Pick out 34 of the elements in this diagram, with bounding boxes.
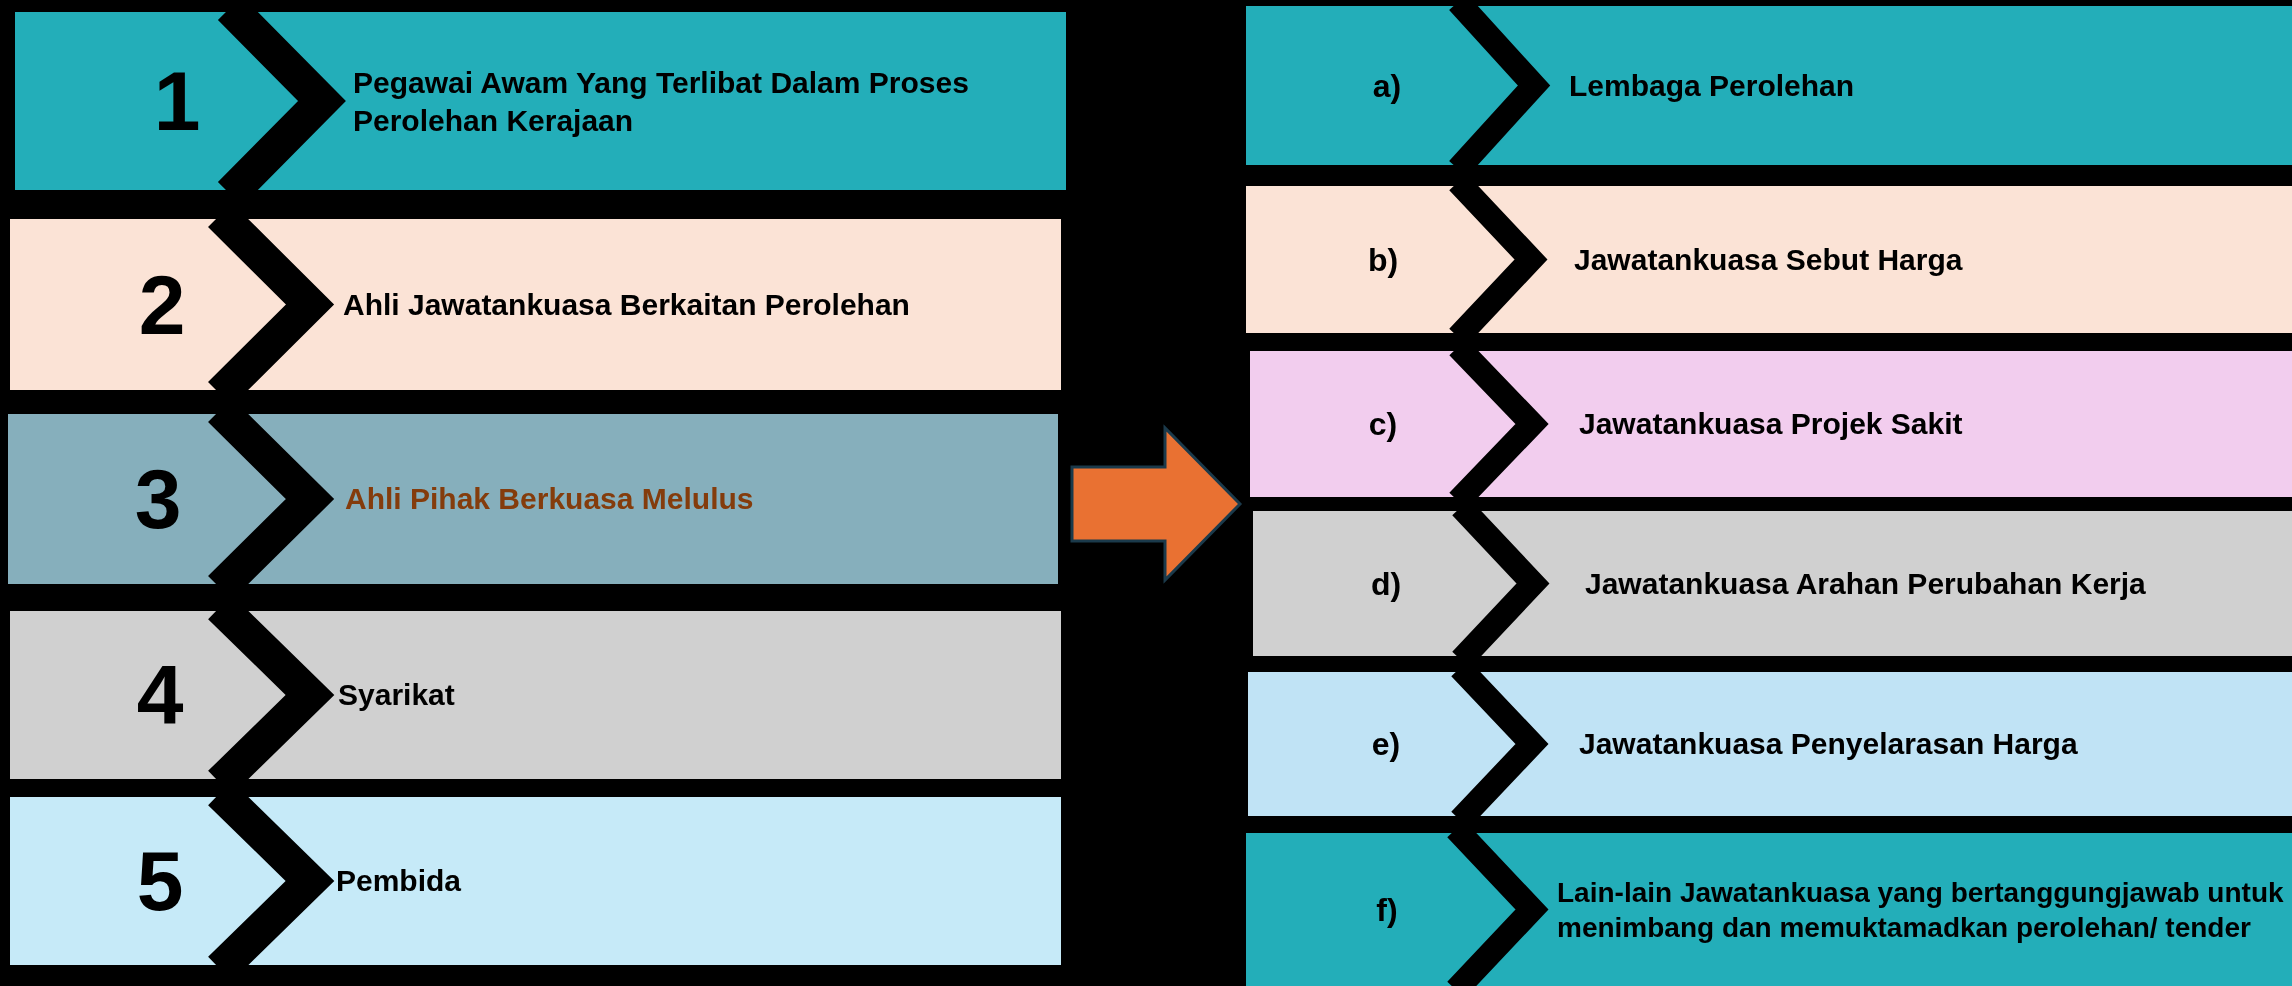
item-label: Syarikat [338, 677, 456, 714]
item-label: Lembaga Perolehan [1569, 67, 1856, 104]
item-label: Jawatankuasa Projek Sakit [1579, 406, 1964, 443]
item-marker: b) [1367, 241, 1399, 278]
item-label: Ahli Jawatankuasa Berkaitan Perolehan [343, 286, 911, 323]
list-bar [15, 12, 1066, 190]
item-marker: 3 [134, 450, 182, 548]
item-marker: 5 [136, 832, 184, 930]
block-arrow [1070, 424, 1243, 584]
list-bar [1246, 186, 2292, 333]
item-label: Pembida [336, 863, 463, 900]
item-marker: c) [1368, 405, 1398, 443]
item-marker: d) [1370, 565, 1402, 602]
item-label: Jawatankuasa Penyelarasan Harga [1579, 726, 2079, 763]
list-bar [10, 611, 1061, 779]
list-bar [1246, 6, 2292, 165]
list-bar [1250, 351, 2292, 497]
item-marker: 4 [136, 646, 184, 744]
item-label: Ahli Pihak Berkuasa Melulus [345, 481, 755, 518]
list-bar [10, 797, 1061, 965]
item-marker: f) [1376, 891, 1398, 928]
item-label: Lain-lain Jawatankuasa yang bertanggungjawab untuk menimbang dan memuktamadkan perolehan/ tender [1557, 875, 2284, 945]
list-bar [1246, 833, 2292, 986]
item-label: Jawatankuasa Sebut Harga [1574, 241, 1964, 278]
list-bar [1248, 672, 2292, 816]
item-marker: a) [1372, 67, 1402, 104]
item-marker: e) [1371, 725, 1401, 763]
item-marker: 2 [138, 256, 186, 353]
item-label: Jawatankuasa Arahan Perubahan Kerja [1585, 565, 2147, 602]
list-bar [1253, 511, 2292, 656]
list-bar [8, 414, 1058, 584]
item-marker: 1 [153, 52, 201, 150]
list-bar [10, 219, 1061, 390]
item-label: Pegawai Awam Yang Terlibat Dalam Proses Perolehan Kerajaan [353, 64, 970, 139]
